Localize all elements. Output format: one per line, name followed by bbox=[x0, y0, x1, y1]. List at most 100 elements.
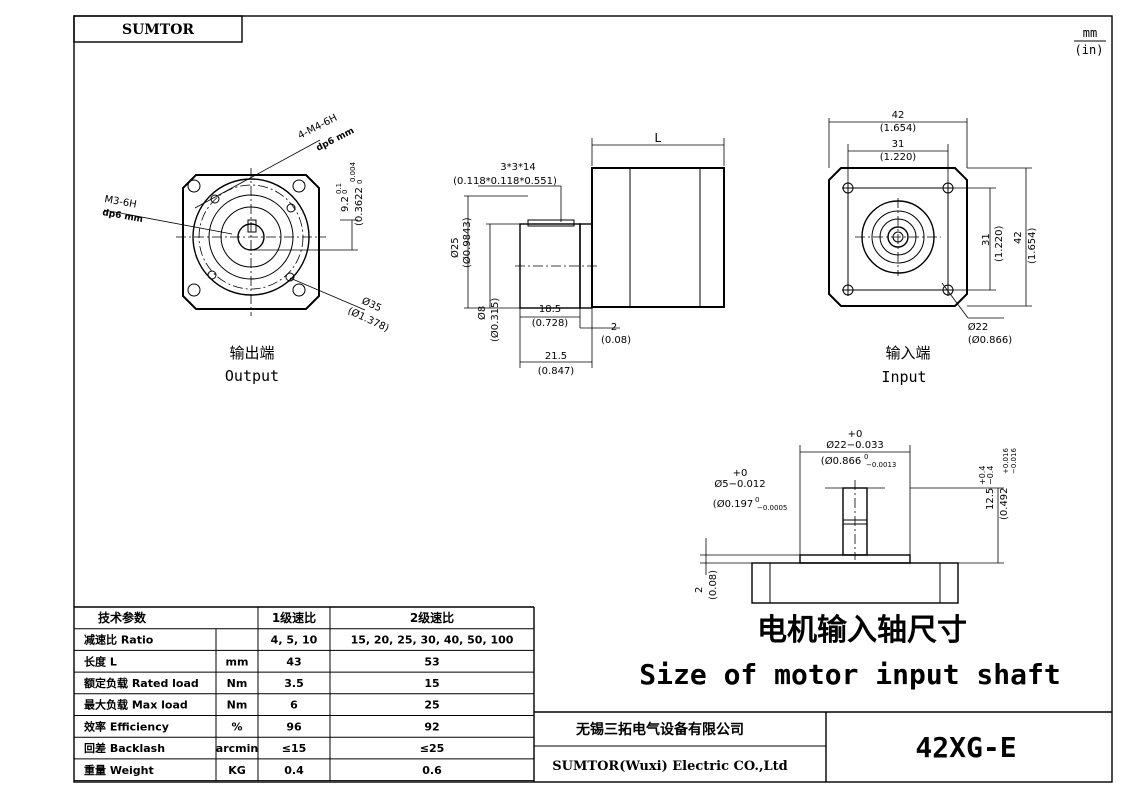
table-cell: 15 bbox=[424, 677, 439, 690]
step-mm: 2 bbox=[694, 587, 705, 593]
input-flange bbox=[828, 167, 968, 307]
vhole-mm: 31 bbox=[981, 233, 992, 246]
table-cell: 最大负载 Max load bbox=[84, 698, 188, 712]
shaft-len-mm: 18.5 bbox=[539, 304, 561, 315]
output-flange bbox=[182, 174, 320, 310]
shaft-title-en: Size of motor input shaft bbox=[639, 658, 1060, 691]
bolt-hole bbox=[292, 179, 306, 193]
shaft-detail: +0 Ø22−0.033 (Ø0.866 0 −0.0013 +0 Ø5−0.0… bbox=[639, 429, 1060, 691]
unit-legend: mm (in) bbox=[1074, 26, 1106, 57]
hole-in: (1.220) bbox=[880, 152, 917, 163]
table-cell: 0.4 bbox=[284, 764, 304, 777]
table-cell: 53 bbox=[424, 655, 439, 668]
pilot-in-tol-lower: −0.0013 bbox=[866, 461, 896, 469]
table-cell: 92 bbox=[424, 720, 439, 733]
table-cell: 效率 Efficiency bbox=[84, 719, 169, 733]
step-in: (0.08) bbox=[708, 570, 719, 600]
shaft-mm: Ø5−0.012 bbox=[714, 478, 765, 490]
step-in: (0.08) bbox=[601, 335, 631, 346]
gear-body bbox=[591, 167, 725, 308]
hole-mm: 31 bbox=[892, 139, 905, 150]
shaft-in: (Ø0.315) bbox=[489, 298, 501, 342]
height-tol-lower: −0.4 bbox=[986, 466, 995, 485]
key-mm: 3*3*14 bbox=[500, 162, 535, 173]
side-view: L 3*3*14 (0.118*0.118*0.551) Ø25 (Ø0.984… bbox=[449, 131, 725, 377]
table-cell: 回差 Backlash bbox=[84, 741, 165, 755]
bolt-hole bbox=[292, 283, 306, 297]
key-tol-lower: 0 bbox=[341, 190, 349, 194]
table-cell: 减速比 Ratio bbox=[84, 633, 154, 647]
shaft-in: (Ø0.197 bbox=[713, 498, 753, 510]
table-cell: % bbox=[231, 720, 242, 733]
table-cell: mm bbox=[226, 655, 249, 668]
table-cell: 25 bbox=[424, 699, 439, 712]
vhole-in: (1.220) bbox=[994, 225, 1005, 262]
shaft-mm: Ø8 bbox=[476, 306, 488, 320]
title-block: 无锡三拓电气设备有限公司 SUMTOR(Wuxi) Electric CO.,L… bbox=[534, 711, 1112, 782]
shaft-in-tol-upper: 0 bbox=[755, 496, 759, 504]
output-label-en: Output bbox=[225, 367, 279, 385]
shaft-len-in: (0.728) bbox=[532, 318, 569, 329]
boss-mm: Ø25 bbox=[449, 237, 461, 258]
key-tol-in-upper: 0.004 bbox=[349, 161, 357, 182]
pilot-tol-upper: +0 bbox=[848, 429, 863, 440]
height-in-tol-lower: −0.016 bbox=[1010, 448, 1018, 474]
table-cell: 长度 L bbox=[84, 654, 117, 668]
key-tol-in-lower: 0 bbox=[356, 180, 364, 184]
bore-in: (Ø0.866) bbox=[968, 334, 1012, 346]
output-label-cn: 输出端 bbox=[229, 344, 274, 362]
table-cell: 6 bbox=[290, 699, 298, 712]
pilot-mm: Ø22−0.033 bbox=[826, 439, 884, 451]
table-cell: 96 bbox=[286, 720, 302, 733]
width-mm: 42 bbox=[892, 110, 905, 121]
step-mm: 2 bbox=[611, 322, 617, 333]
height-in: (1.654) bbox=[1027, 227, 1038, 264]
company-cn: 无锡三拓电气设备有限公司 bbox=[575, 721, 744, 738]
table-cell: 3.5 bbox=[284, 677, 304, 690]
table-cell: Nm bbox=[227, 677, 248, 690]
unit-top: mm bbox=[1083, 26, 1097, 40]
output-view: 4-M4-6H dp6 mm M3-6H dp6 mm 9.2 0.1 0 (0… bbox=[101, 113, 391, 385]
unit-bottom: (in) bbox=[1075, 43, 1104, 57]
height-mm: 12.5 bbox=[985, 488, 996, 510]
table-cell: ≤15 bbox=[282, 742, 307, 755]
key-in: (0.118*0.118*0.551) bbox=[453, 176, 557, 187]
key-tol-upper: 0.1 bbox=[335, 183, 343, 194]
table-cell: 0.6 bbox=[422, 764, 442, 777]
total-in: (0.847) bbox=[538, 366, 575, 377]
input-label-cn: 输入端 bbox=[885, 344, 930, 362]
key-dim-in: (0.3622 bbox=[354, 187, 365, 226]
table-cell: ≤25 bbox=[420, 742, 445, 755]
total-mm: 21.5 bbox=[545, 351, 567, 362]
table-header-cell: 技术参数 bbox=[98, 610, 147, 625]
brand-text: SUMTOR bbox=[122, 22, 194, 38]
width-in: (1.654) bbox=[880, 123, 917, 134]
height-tol-upper: +0.4 bbox=[978, 466, 987, 485]
height-in: (0.492 bbox=[999, 487, 1010, 520]
table-cell: 4, 5, 10 bbox=[271, 634, 318, 647]
center-depth: dp6 mm bbox=[101, 208, 143, 225]
shaft-in-tol-lower: −0.0005 bbox=[757, 504, 787, 512]
header-brand-box: SUMTOR bbox=[73, 15, 243, 43]
height-in-tol-upper: +0.016 bbox=[1002, 448, 1010, 474]
sheet-border bbox=[73, 15, 1113, 783]
bolt-hole bbox=[187, 179, 201, 193]
pilot-in-tol-upper: 0 bbox=[864, 453, 868, 461]
bore-mm: Ø22 bbox=[968, 321, 989, 333]
table-header-cell: 2级速比 bbox=[410, 610, 454, 625]
boss-in: (Ø0.9843) bbox=[461, 217, 473, 268]
table-cell: 43 bbox=[286, 655, 301, 668]
company-en: SUMTOR(Wuxi) Electric CO.,Ltd bbox=[552, 759, 787, 774]
table-cell: 重量 Weight bbox=[84, 763, 154, 777]
table-cell: 额定负载 Rated load bbox=[84, 676, 199, 690]
key-dim-mm: 9.2 bbox=[340, 196, 351, 212]
input-view: 42 (1.654) 31 (1.220) 42 (1.654) 31 (1.2… bbox=[828, 110, 1038, 386]
table-cell: KG bbox=[228, 764, 246, 777]
table-cell: Nm bbox=[227, 699, 248, 712]
height-mm: 42 bbox=[1013, 231, 1024, 244]
table-cell: 15, 20, 25, 30, 40, 50, 100 bbox=[351, 634, 514, 647]
shaft-title-cn: 电机输入轴尺寸 bbox=[757, 613, 967, 648]
table-cell: arcmin bbox=[216, 742, 258, 755]
